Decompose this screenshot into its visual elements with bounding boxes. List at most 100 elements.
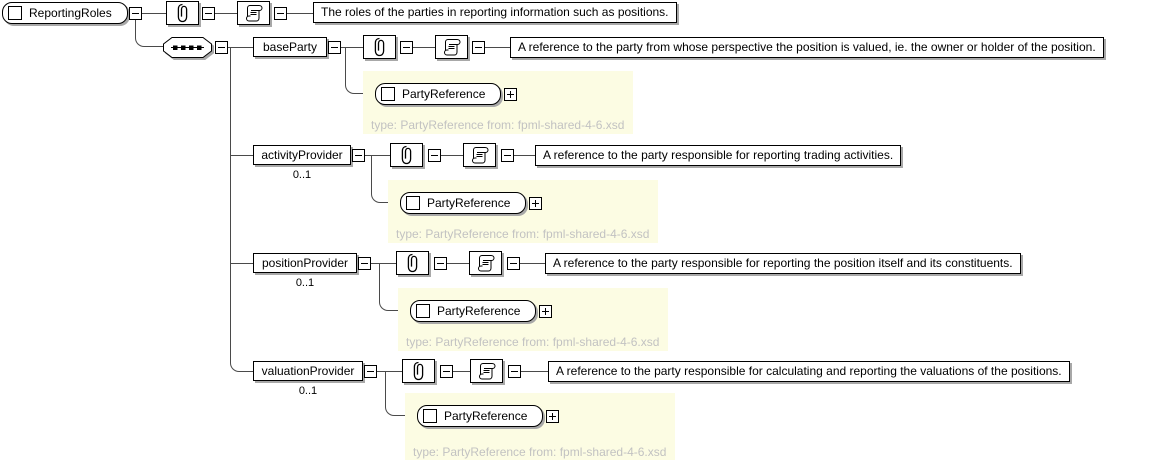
- collapse-toggle[interactable]: [472, 41, 485, 54]
- paperclip-icon: [177, 3, 188, 23]
- root-element-label: ReportingRoles: [29, 6, 112, 20]
- connector-line: [230, 155, 253, 156]
- collapse-toggle[interactable]: [274, 7, 287, 20]
- cardinality-label: 0..1: [298, 385, 318, 397]
- expand-toggle[interactable]: [504, 88, 517, 101]
- element-square-icon: [416, 304, 430, 318]
- element-label: activityProvider: [261, 148, 343, 162]
- documentation-text: A reference to the party responsible for…: [548, 361, 1070, 382]
- expand-toggle[interactable]: [546, 410, 559, 423]
- connector-line: [230, 263, 253, 264]
- element-activityProvider[interactable]: activityProvider: [253, 145, 351, 165]
- collapse-toggle[interactable]: [428, 149, 441, 162]
- annotation-node: [363, 35, 396, 59]
- minus-icon: [437, 263, 444, 264]
- reference-element-box[interactable]: PartyReference: [417, 405, 543, 427]
- connector-line: [514, 155, 535, 156]
- connector-line: [521, 371, 548, 372]
- collapse-toggle[interactable]: [400, 41, 413, 54]
- collapse-toggle[interactable]: [434, 257, 447, 270]
- connector-line: [215, 13, 237, 14]
- expand-toggle[interactable]: [539, 305, 552, 318]
- annotation-node: [390, 143, 423, 167]
- reference-element-label: PartyReference: [444, 409, 528, 423]
- connector-line: [453, 371, 470, 372]
- collapse-toggle[interactable]: [501, 149, 514, 162]
- cardinality-label: 0..1: [292, 169, 312, 181]
- element-positionProvider[interactable]: positionProvider: [253, 253, 357, 273]
- connector-elbow: [135, 20, 163, 47]
- cardinality-label: 0..1: [295, 277, 315, 289]
- element-valuationProvider[interactable]: valuationProvider: [253, 361, 363, 381]
- collapse-toggle[interactable]: [215, 41, 228, 54]
- connector-elbow: [385, 371, 417, 416]
- paperclip-icon: [407, 253, 418, 273]
- reference-element-box[interactable]: PartyReference: [400, 192, 526, 214]
- connector-line: [413, 47, 435, 48]
- minus-icon: [132, 13, 139, 14]
- collapse-toggle[interactable]: [202, 7, 215, 20]
- element-label: valuationProvider: [261, 364, 355, 378]
- element-square-icon: [406, 196, 420, 210]
- paperclip-icon: [413, 361, 424, 381]
- documentation-node: [435, 35, 468, 59]
- documentation-node: [463, 143, 496, 167]
- connector-line: [287, 13, 313, 14]
- reference-element-label: PartyReference: [427, 196, 511, 210]
- connector-line: [441, 155, 463, 156]
- scroll-icon: [443, 39, 461, 56]
- minus-icon: [355, 155, 362, 156]
- connector-line: [142, 13, 166, 14]
- scroll-icon: [471, 147, 489, 164]
- collapse-toggle[interactable]: [358, 257, 371, 270]
- connector-elbow: [379, 263, 410, 311]
- documentation-text: The roles of the parties in reporting in…: [313, 2, 677, 23]
- annotation-node: [166, 1, 199, 25]
- annotation-node: [396, 251, 429, 275]
- paperclip-icon: [401, 145, 412, 165]
- reference-element-label: PartyReference: [437, 304, 521, 318]
- annotation-node: [402, 359, 435, 383]
- minus-icon: [205, 13, 212, 14]
- collapse-toggle[interactable]: [129, 7, 142, 20]
- minus-icon: [431, 155, 438, 156]
- reference-element-box[interactable]: PartyReference: [375, 83, 501, 105]
- minus-icon: [475, 47, 482, 48]
- type-note: type: PartyReference from: fpml-shared-4…: [406, 335, 660, 349]
- minus-icon: [361, 263, 368, 264]
- element-baseParty[interactable]: baseParty: [253, 37, 327, 57]
- expand-toggle[interactable]: [529, 197, 542, 210]
- reference-element-label: PartyReference: [402, 87, 486, 101]
- connector-line: [520, 263, 545, 264]
- root-element-box[interactable]: ReportingRoles: [2, 2, 128, 24]
- minus-icon: [443, 371, 450, 372]
- collapse-toggle[interactable]: [328, 41, 341, 54]
- collapse-toggle[interactable]: [440, 365, 453, 378]
- connector-line: [485, 47, 510, 48]
- connector-line: [228, 47, 253, 48]
- element-square-icon: [8, 6, 22, 20]
- element-label: positionProvider: [261, 256, 349, 270]
- documentation-node: [470, 359, 503, 383]
- minus-icon: [331, 47, 338, 48]
- scroll-icon: [478, 363, 496, 380]
- paperclip-icon: [374, 37, 385, 57]
- type-note: type: PartyReference from: fpml-shared-4…: [396, 227, 650, 241]
- element-square-icon: [381, 87, 395, 101]
- scroll-icon: [477, 255, 495, 272]
- reference-element-box[interactable]: PartyReference: [410, 300, 536, 322]
- type-note: type: PartyReference from: fpml-shared-4…: [413, 445, 667, 459]
- collapse-toggle[interactable]: [507, 257, 520, 270]
- element-label: baseParty: [262, 40, 318, 54]
- documentation-node: [237, 1, 270, 25]
- collapse-toggle[interactable]: [352, 149, 365, 162]
- minus-icon: [367, 371, 374, 372]
- minus-icon: [504, 155, 511, 156]
- collapse-toggle[interactable]: [364, 365, 377, 378]
- collapse-toggle[interactable]: [508, 365, 521, 378]
- documentation-text: A reference to the party from whose pers…: [510, 37, 1104, 58]
- minus-icon: [277, 13, 284, 14]
- minus-icon: [403, 47, 410, 48]
- element-square-icon: [423, 409, 437, 423]
